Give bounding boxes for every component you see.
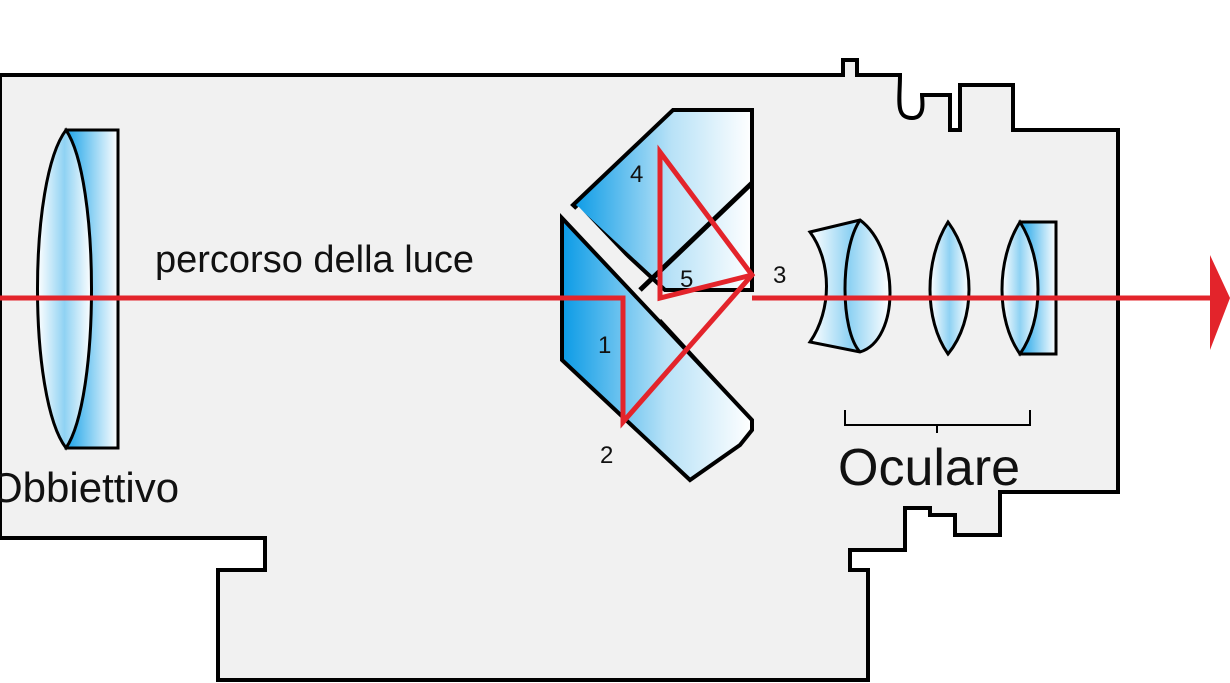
eyepiece-lenses	[807, 218, 1058, 357]
eyepiece-bracket	[844, 410, 1031, 433]
prism-gap	[571, 206, 754, 399]
marker-2: 2	[600, 442, 613, 469]
camera-body	[0, 58, 1120, 682]
marker-4: 4	[630, 161, 643, 188]
eyepiece-lens-1	[807, 218, 892, 354]
light-path-label: percorso della luce	[155, 239, 474, 281]
ray-arrowhead	[1210, 255, 1230, 350]
light-ray	[0, 144, 1210, 429]
objective-lens	[36, 127, 120, 451]
objective-label: Obbiettivo	[0, 464, 179, 511]
eyepiece-lens-3	[1000, 219, 1040, 357]
marker-1: 1	[598, 332, 611, 359]
eyepiece-label: Oculare	[838, 439, 1020, 497]
marker-5: 5	[680, 266, 693, 293]
marker-3: 3	[773, 262, 786, 289]
eyepiece-lens-2	[928, 219, 971, 357]
